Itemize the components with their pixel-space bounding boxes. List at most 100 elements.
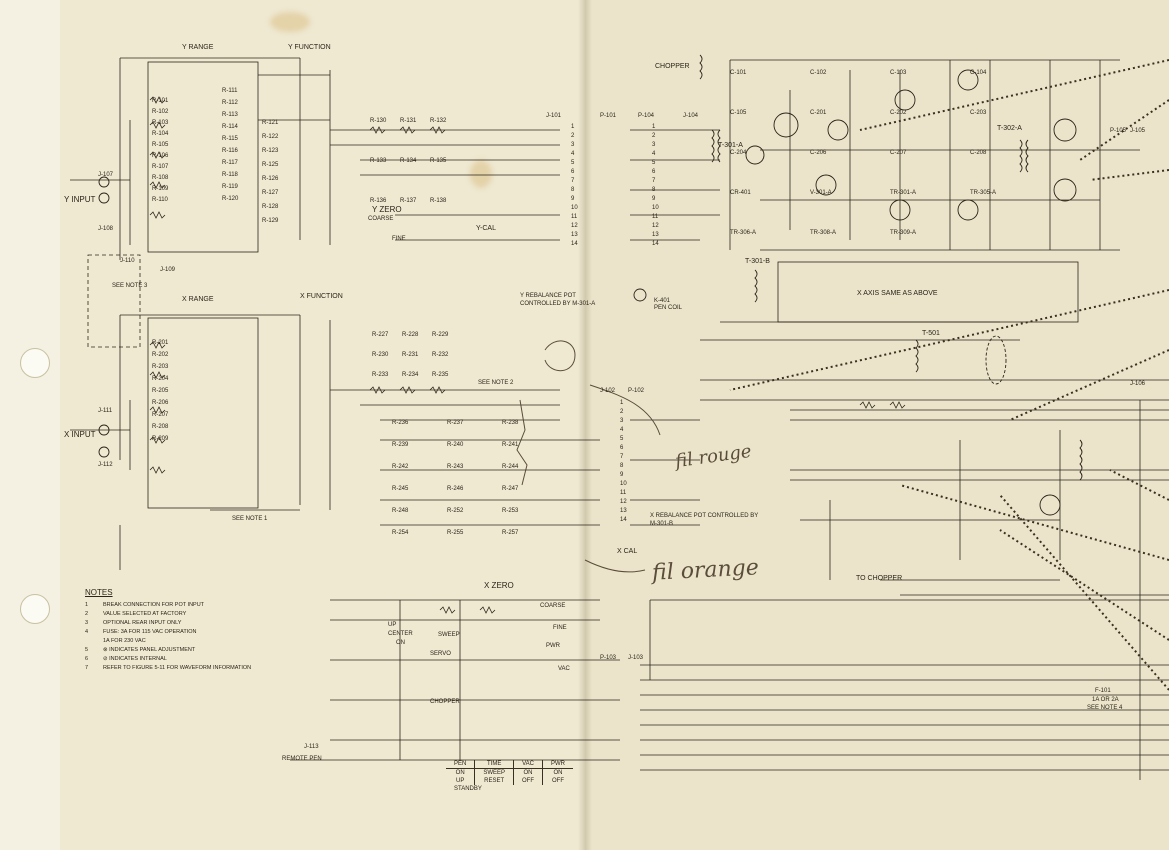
component-ref: R-245 — [392, 486, 409, 492]
connector-pin: 14 — [620, 517, 627, 523]
connector-pin: 8 — [652, 187, 656, 193]
to-chopper-label: TO CHOPPER — [856, 575, 903, 582]
connector-j102: J-102 — [600, 388, 616, 394]
connector-j112: J-112 — [98, 462, 113, 468]
note-text: FUSE: 3A FOR 115 VAC OPERATION — [103, 629, 197, 635]
component-ref: R-106 — [152, 153, 169, 159]
component-ref: CR-401 — [730, 190, 751, 196]
connector-pin: 11 — [620, 490, 627, 496]
note-item: 5⊗ INDICATES PANEL ADJUSTMENT — [85, 646, 285, 655]
connector-pin: 5 — [652, 160, 656, 166]
connector-j111: J-111 — [98, 408, 113, 414]
k401-label: K-401 — [654, 298, 671, 304]
switch-servo-label: SERVO — [430, 651, 451, 657]
component-ref: C-202 — [890, 110, 907, 116]
y-input-label: Y INPUT — [64, 195, 96, 204]
connector-pin: 10 — [620, 481, 627, 487]
x-zero-label: X ZERO — [484, 581, 514, 590]
component-ref: R-101 — [152, 98, 169, 104]
component-ref: C-102 — [810, 70, 827, 76]
component-ref: TR-309-A — [890, 230, 917, 236]
note-text: VALUE SELECTED AT FACTORY — [103, 611, 187, 617]
note-number: 7 — [85, 665, 89, 671]
component-ref: TR-301-A — [890, 190, 917, 196]
component-ref: R-233 — [372, 372, 389, 378]
y-function-label: Y FUNCTION — [288, 44, 331, 51]
connector-pin: 3 — [652, 142, 656, 148]
connector-pin: 7 — [571, 178, 575, 184]
component-ref: C-208 — [970, 150, 987, 156]
component-ref: R-237 — [447, 420, 464, 426]
stain — [270, 12, 310, 32]
note-text: OPTIONAL REAR INPUT ONLY — [103, 620, 182, 626]
transformer-label: T-501 — [922, 330, 940, 337]
component-ref: R-117 — [222, 160, 238, 166]
component-ref: R-102 — [152, 109, 169, 115]
note-number: 1 — [85, 602, 89, 608]
component-ref: R-137 — [400, 198, 417, 204]
connector-p103: P-103 — [600, 655, 617, 661]
fine-label: FINE — [553, 625, 567, 631]
coarse-label: COARSE — [368, 216, 394, 222]
connector-j106: J-106 — [1130, 381, 1146, 387]
connector-pin: 9 — [652, 196, 656, 202]
component-ref: R-118 — [222, 172, 238, 178]
note-number: 4 — [85, 629, 89, 635]
note-number — [85, 637, 91, 646]
component-ref: R-234 — [402, 372, 419, 378]
connector-p104: P-104 — [638, 113, 655, 119]
component-ref: R-254 — [392, 530, 409, 536]
component-ref: R-248 — [392, 508, 409, 514]
note-text: 1A FOR 230 VAC — [103, 638, 146, 644]
component-ref: C-203 — [970, 110, 987, 116]
connector-pin: 11 — [652, 214, 659, 220]
component-ref: R-201 — [152, 340, 169, 346]
connector-pin: 7 — [620, 454, 624, 460]
connector-pin: 3 — [620, 418, 624, 424]
connector-pin: 1 — [571, 124, 575, 130]
connector-pin: 2 — [652, 133, 656, 139]
note-number: 2 — [85, 611, 89, 617]
note-number: 3 — [85, 620, 89, 626]
component-ref: R-109 — [152, 186, 169, 192]
connector-pin: 2 — [620, 409, 624, 415]
function-table-cell: OFF — [513, 777, 543, 785]
component-ref: R-130 — [370, 118, 387, 124]
component-ref: R-125 — [262, 162, 279, 168]
connector-pin: 5 — [620, 436, 624, 442]
connector-pin: 10 — [571, 205, 578, 211]
connector-pin: 13 — [620, 508, 627, 514]
connector-j101: J-101 — [546, 113, 562, 119]
left-page — [0, 0, 585, 850]
connector-j113: J-113 — [304, 744, 319, 750]
component-ref: R-204 — [152, 376, 169, 382]
component-ref: C-201 — [810, 110, 827, 116]
connector-pin: 4 — [652, 151, 656, 157]
connector-p101: P-101 — [600, 113, 617, 119]
function-table-cell: OFF — [542, 777, 574, 785]
note-item: 6⊘ INDICATES INTERNAL — [85, 655, 285, 664]
connector-pin: 5 — [571, 160, 575, 166]
switch-up-label: UP — [388, 622, 397, 628]
connector-pin: 12 — [571, 223, 578, 229]
component-ref: C-101 — [730, 70, 747, 76]
binder-hole-icon — [20, 348, 50, 378]
connector-j104: J-104 — [683, 113, 699, 119]
connector-pin: 3 — [571, 142, 575, 148]
component-ref: R-252 — [447, 508, 464, 514]
component-ref: R-121 — [262, 120, 279, 126]
component-ref: R-241 — [502, 442, 519, 448]
x-axis-same-label: X AXIS SAME AS ABOVE — [857, 290, 938, 297]
connector-pin: 6 — [571, 169, 575, 175]
component-ref: R-257 — [502, 530, 519, 536]
component-ref: R-240 — [447, 442, 464, 448]
component-ref: C-103 — [890, 70, 907, 76]
function-table-cell: ON — [455, 770, 465, 776]
fuse-id: F-101 — [1095, 688, 1111, 694]
component-ref: R-104 — [152, 131, 169, 137]
switch-sweep-label: SWEEP — [438, 632, 460, 638]
component-ref: R-227 — [372, 332, 389, 338]
